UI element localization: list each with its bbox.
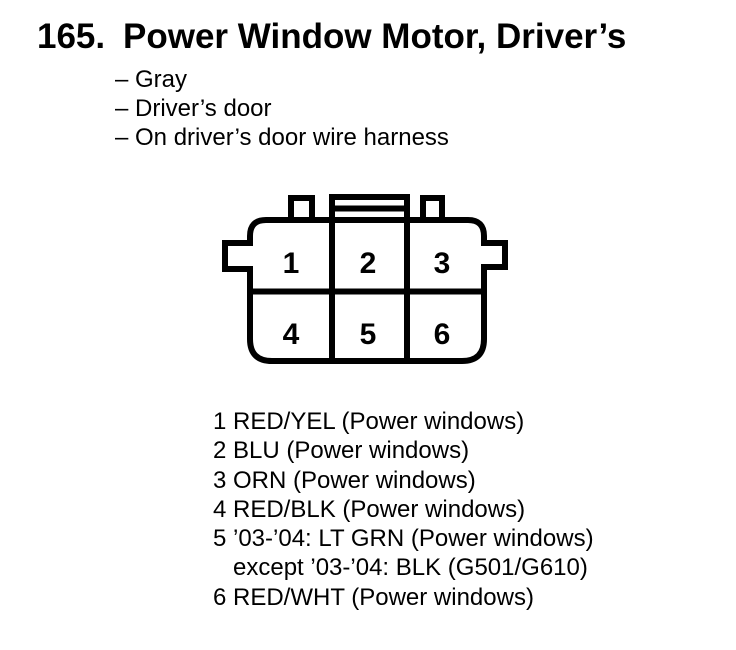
detail-harness: – On driver’s door wire harness <box>115 124 449 151</box>
pin-label: RED/YEL (Power windows) <box>233 408 525 435</box>
title-index: 165. <box>37 17 106 56</box>
connector-details: – Gray – Driver’s door – On driver’s doo… <box>115 65 449 152</box>
page-title: 165. Power Window Motor, Driver’s <box>37 18 626 55</box>
title-text: Power Window Motor, Driver’s <box>123 17 627 56</box>
pin-number: 6 <box>213 583 227 611</box>
pin-row-5: 5 ’03-’04: LT GRN (Power windows) <box>213 524 594 553</box>
pin-label: BLU (Power windows) <box>233 437 470 465</box>
pinout-legend: 1 RED/YEL (Power windows) 2 BLU (Power w… <box>213 407 594 612</box>
connector-cell-number: 2 <box>360 247 377 280</box>
connector-tab-right <box>420 195 445 221</box>
pin-number-spacer <box>213 553 233 582</box>
pin-label: RED/WHT (Power windows) <box>233 583 534 611</box>
connector-diagram: 1 2 3 4 5 6 <box>205 180 525 375</box>
pin-label: ’03-’04: LT GRN (Power windows) <box>233 525 594 553</box>
pin-label: RED/BLK (Power windows) <box>233 495 526 523</box>
pin-label-continuation: except ’03-’04: BLK (G501/G610) <box>233 554 588 582</box>
pin-number: 1 <box>213 408 227 435</box>
connector-cell-number: 5 <box>360 318 377 351</box>
pin-label: ORN (Power windows) <box>233 466 476 494</box>
pin-row-1: 1 RED/YEL (Power windows) <box>213 407 594 436</box>
pin-row-3: 3 ORN (Power windows) <box>213 466 594 495</box>
pin-number: 2 <box>213 437 227 465</box>
connector-cell-number: 4 <box>283 318 300 351</box>
connector-cell-number: 1 <box>283 247 300 280</box>
connector-cell-number: 6 <box>434 318 451 351</box>
pin-number: 3 <box>213 466 227 494</box>
connector-grid-lines <box>251 220 483 360</box>
connector-lock-tab <box>329 194 410 221</box>
pin-row-2: 2 BLU (Power windows) <box>213 436 594 465</box>
connector-tab-left <box>288 195 315 221</box>
pin-row-6: 6 RED/WHT (Power windows) <box>213 583 594 612</box>
pin-row-4: 4 RED/BLK (Power windows) <box>213 495 594 524</box>
pin-row-5-continuation: except ’03-’04: BLK (G501/G610) <box>213 553 594 582</box>
detail-location: – Driver’s door <box>115 95 272 122</box>
detail-color: – Gray <box>115 66 188 93</box>
pin-number: 5 <box>213 525 227 553</box>
connector-cell-number: 3 <box>434 247 451 280</box>
connector-svg: 1 2 3 4 5 6 <box>222 194 508 364</box>
pin-number: 4 <box>213 495 227 523</box>
